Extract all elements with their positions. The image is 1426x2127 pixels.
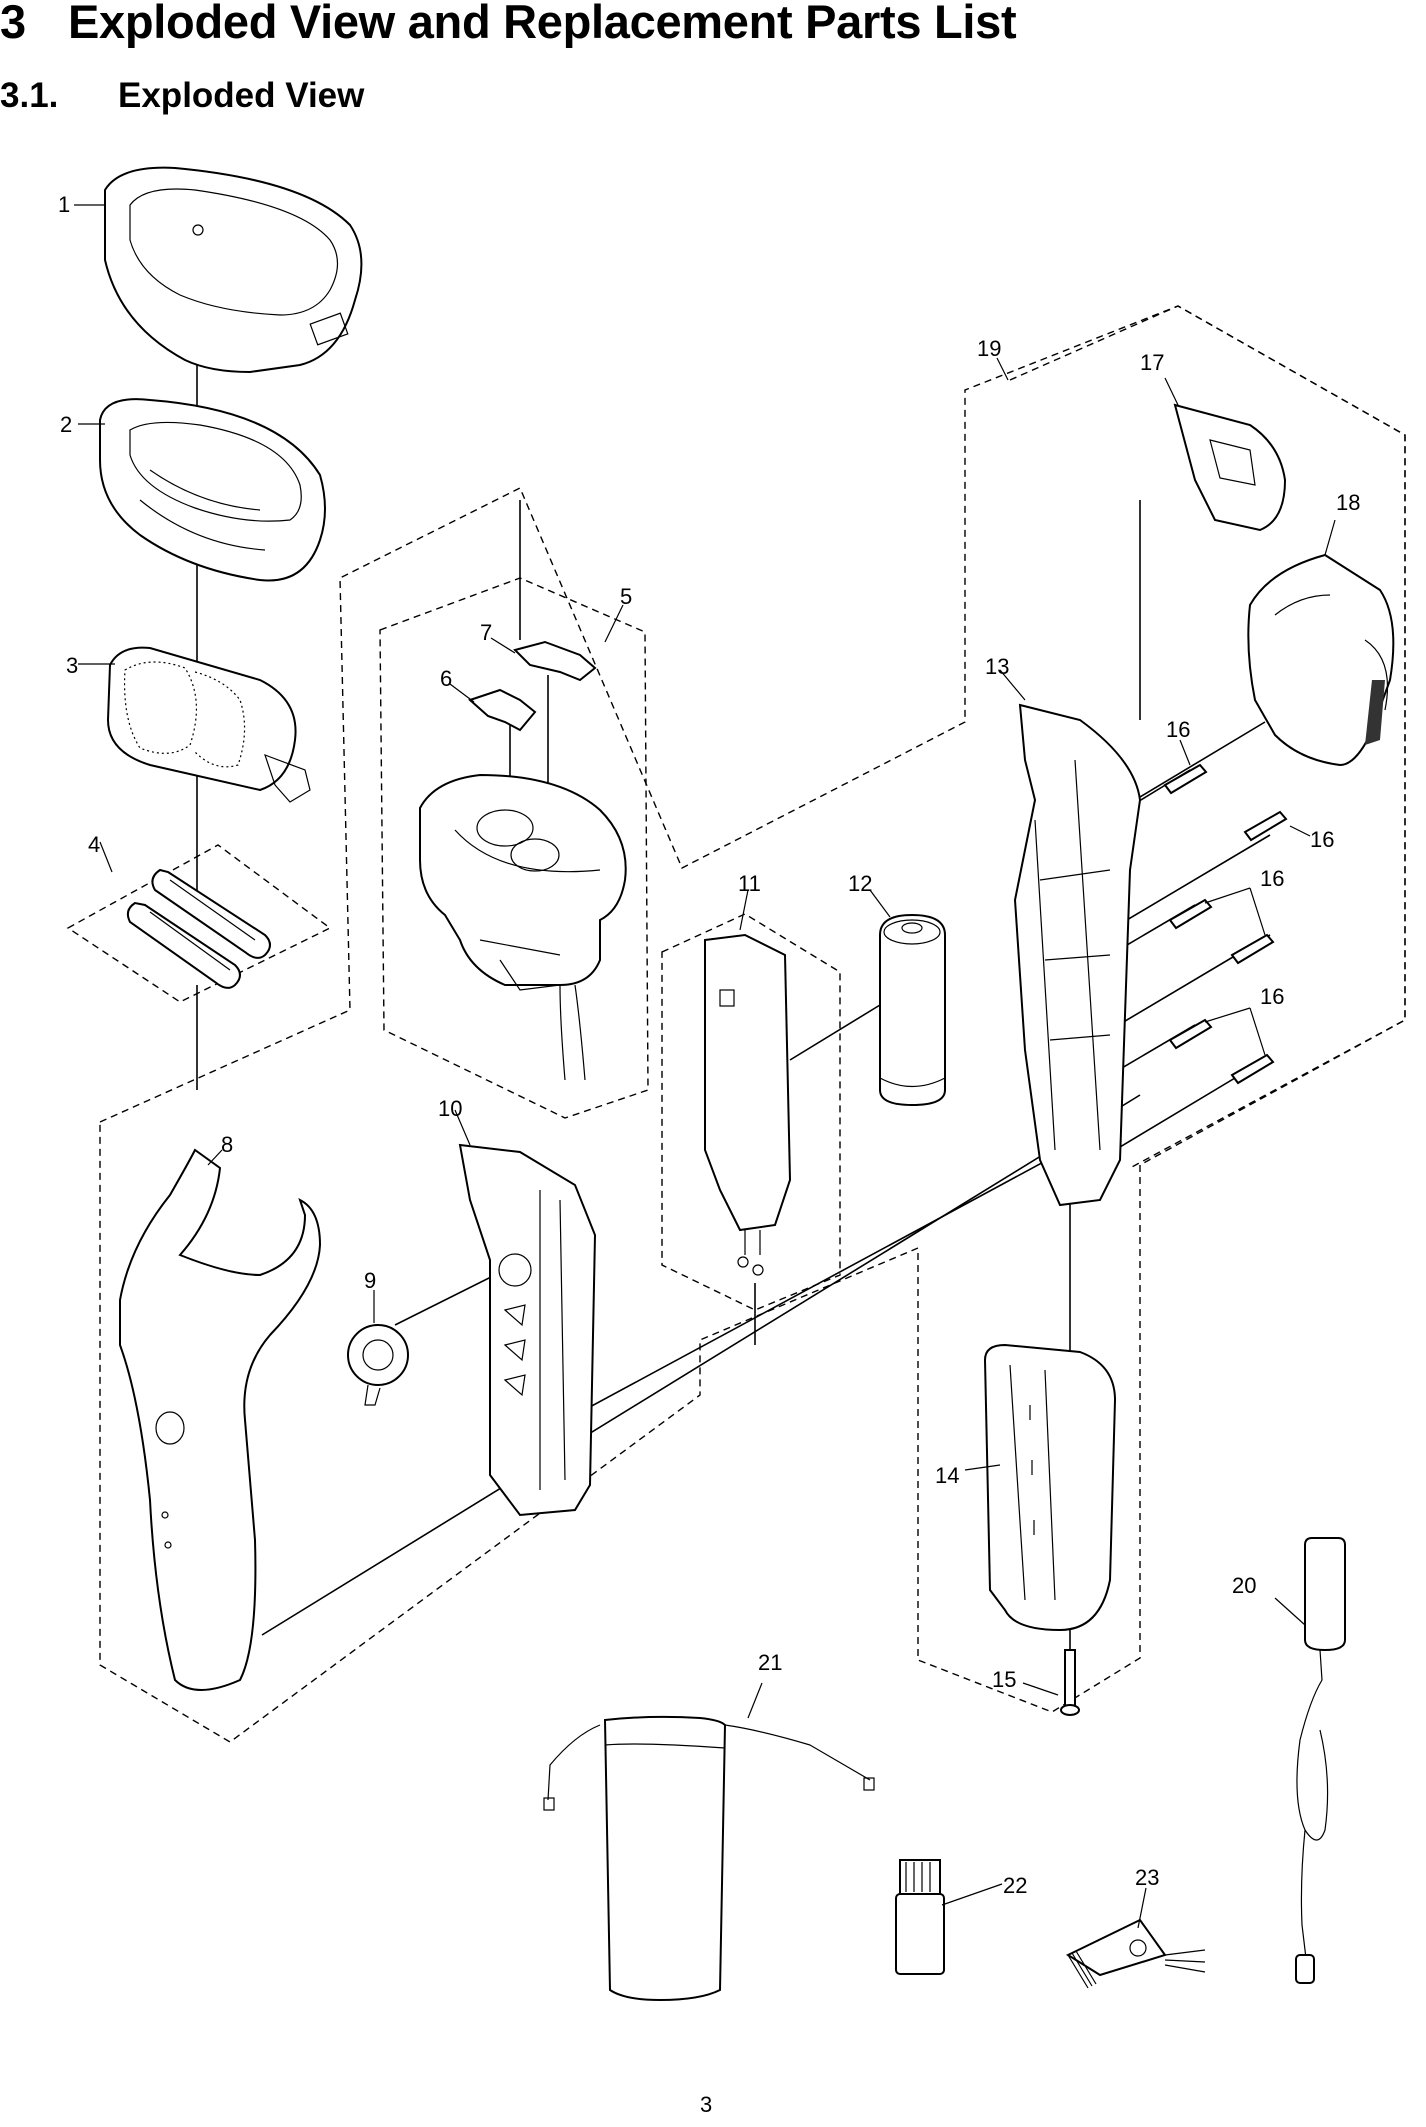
part-20-ac-adaptor [1295, 1537, 1346, 1984]
axis-line-18-13 [1134, 721, 1266, 801]
part-23-cleaning-brush [1065, 1918, 1206, 1989]
assembly-boundary-4 [66, 844, 332, 1003]
callout-16-b: 16 [1310, 827, 1334, 852]
assembly-boundary-19 [1009, 305, 1406, 1169]
part-7-bracket [513, 640, 597, 682]
part-2-outer-frame [99, 398, 326, 582]
part-4-inner-blades [126, 868, 271, 989]
callout-10: 10 [438, 1096, 462, 1121]
part-13-frame-case [1013, 703, 1142, 1207]
axis-line-10-13 [574, 1144, 1076, 1416]
callout-16-d: 16 [1260, 984, 1284, 1009]
callout-20: 20 [1232, 1573, 1256, 1598]
axis-line-9-10 [394, 1269, 506, 1326]
callout-1: 1 [58, 192, 70, 217]
subsection-heading: 3.1. Exploded View [0, 76, 364, 116]
part-21-pouch [543, 1715, 875, 2002]
part-8-front-case [119, 1148, 322, 1691]
axis-line-8-13 [261, 1094, 1141, 1636]
subsection-title: Exploded View [118, 76, 365, 115]
callout-11: 11 [738, 871, 761, 896]
callout-17: 17 [1140, 350, 1164, 375]
part-3-inner-frame-foil [106, 646, 311, 803]
part-16-screws [1163, 763, 1288, 1085]
part-12-battery [879, 913, 946, 1107]
callout-19: 19 [977, 336, 1001, 361]
callout-16-c: 16 [1260, 866, 1284, 891]
part-9-switch-knob [347, 1324, 409, 1406]
callout-8: 8 [221, 1132, 233, 1157]
section-heading: 3 Exploded View and Replacement Parts Lis… [0, 0, 1017, 49]
callout-15: 15 [992, 1667, 1016, 1692]
callout-6: 6 [440, 666, 452, 691]
part-5-motor-block [419, 773, 627, 1081]
callout-2: 2 [60, 412, 72, 437]
axis-line-screw-b [1109, 834, 1271, 931]
callout-5: 5 [620, 584, 632, 609]
callout-18: 18 [1336, 490, 1360, 515]
part-22-oil-bottle [895, 1859, 945, 1975]
part-10-chassis [458, 1143, 597, 1517]
part-18-trimmer-cover [1247, 553, 1395, 767]
part-11-circuit-board [704, 933, 792, 1276]
section-title: Exploded View and Replacement Parts List [68, 0, 1017, 48]
callout-16-a: 16 [1166, 717, 1190, 742]
part-15-screw [1060, 1649, 1080, 1716]
part-6-bracket [468, 688, 537, 732]
part-14-back-cover [983, 1343, 1117, 1632]
callout-23: 23 [1135, 1865, 1159, 1890]
axis-line-11-12 [789, 1004, 881, 1061]
callout-12: 12 [848, 871, 872, 896]
callout-4: 4 [88, 832, 100, 857]
page-number: 3 [700, 2092, 713, 2117]
assembly-boundary-11 [661, 913, 841, 1311]
subsection-number: 3.1. [0, 76, 59, 115]
callout-14: 14 [935, 1463, 959, 1488]
callout-3: 3 [66, 653, 78, 678]
callout-7: 7 [480, 620, 492, 645]
callout-9: 9 [364, 1268, 376, 1293]
callout-leaders [74, 204, 1336, 1929]
callout-21: 21 [758, 1650, 782, 1675]
part-1-protective-cap [104, 166, 363, 374]
callout-22: 22 [1003, 1873, 1027, 1898]
callout-13: 13 [985, 654, 1009, 679]
section-number: 3 [0, 0, 26, 48]
part-17-trimmer-block [1173, 403, 1287, 532]
assembly-boundary-main [99, 305, 1406, 1743]
